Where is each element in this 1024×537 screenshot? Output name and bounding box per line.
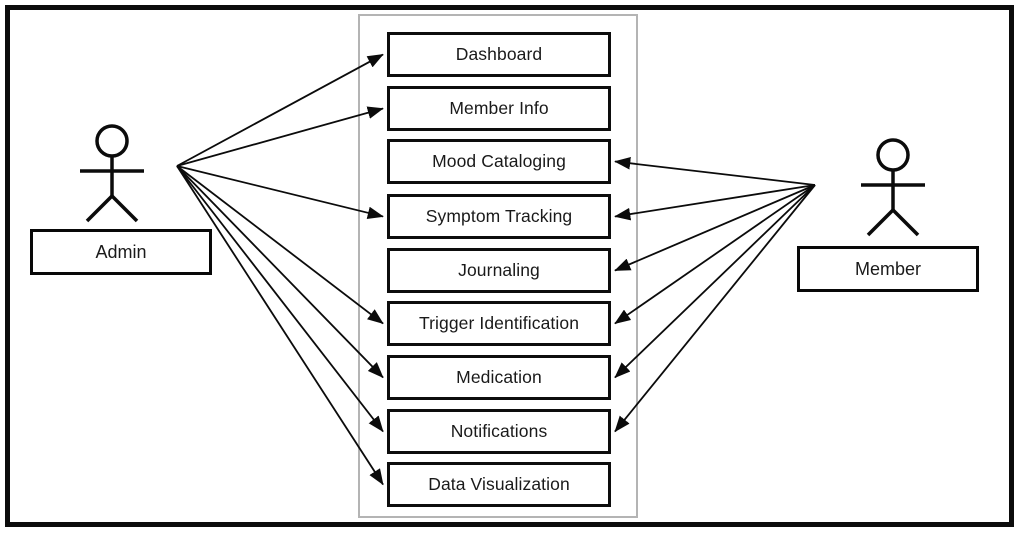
use-case-mood-cataloging[interactable]: Mood Cataloging <box>387 139 611 184</box>
use-case-label: Symptom Tracking <box>425 205 573 226</box>
use-case-label: Mood Cataloging <box>432 150 566 171</box>
member-actor-stick-figure[interactable] <box>851 138 935 238</box>
use-case-label: Journaling <box>458 259 540 280</box>
member-actor-label: Member <box>854 259 921 279</box>
use-case-medication[interactable]: Medication <box>387 355 611 400</box>
use-case-notifications[interactable]: Notifications <box>387 409 611 454</box>
use-case-label: Member Info <box>449 97 549 118</box>
admin-actor-stick-figure[interactable] <box>70 124 154 224</box>
use-case-label: Dashboard <box>455 43 543 64</box>
use-case-trigger-identification[interactable]: Trigger Identification <box>387 301 611 346</box>
use-case-label: Medication <box>456 366 542 387</box>
member-actor-label-box[interactable]: Member <box>797 246 979 292</box>
admin-actor-label-box[interactable]: Admin <box>30 229 212 275</box>
admin-actor-label: Admin <box>95 242 147 262</box>
diagram-outer-border <box>5 5 1014 527</box>
use-case-member-info[interactable]: Member Info <box>387 86 611 131</box>
use-case-symptom-tracking[interactable]: Symptom Tracking <box>387 194 611 239</box>
use-case-journaling[interactable]: Journaling <box>387 248 611 293</box>
use-case-label: Trigger Identification <box>418 312 580 333</box>
use-case-data-visualization[interactable]: Data Visualization <box>387 462 611 507</box>
use-case-label: Data Visualization <box>428 473 570 494</box>
use-case-dashboard[interactable]: Dashboard <box>387 32 611 77</box>
use-case-label: Notifications <box>450 420 548 441</box>
